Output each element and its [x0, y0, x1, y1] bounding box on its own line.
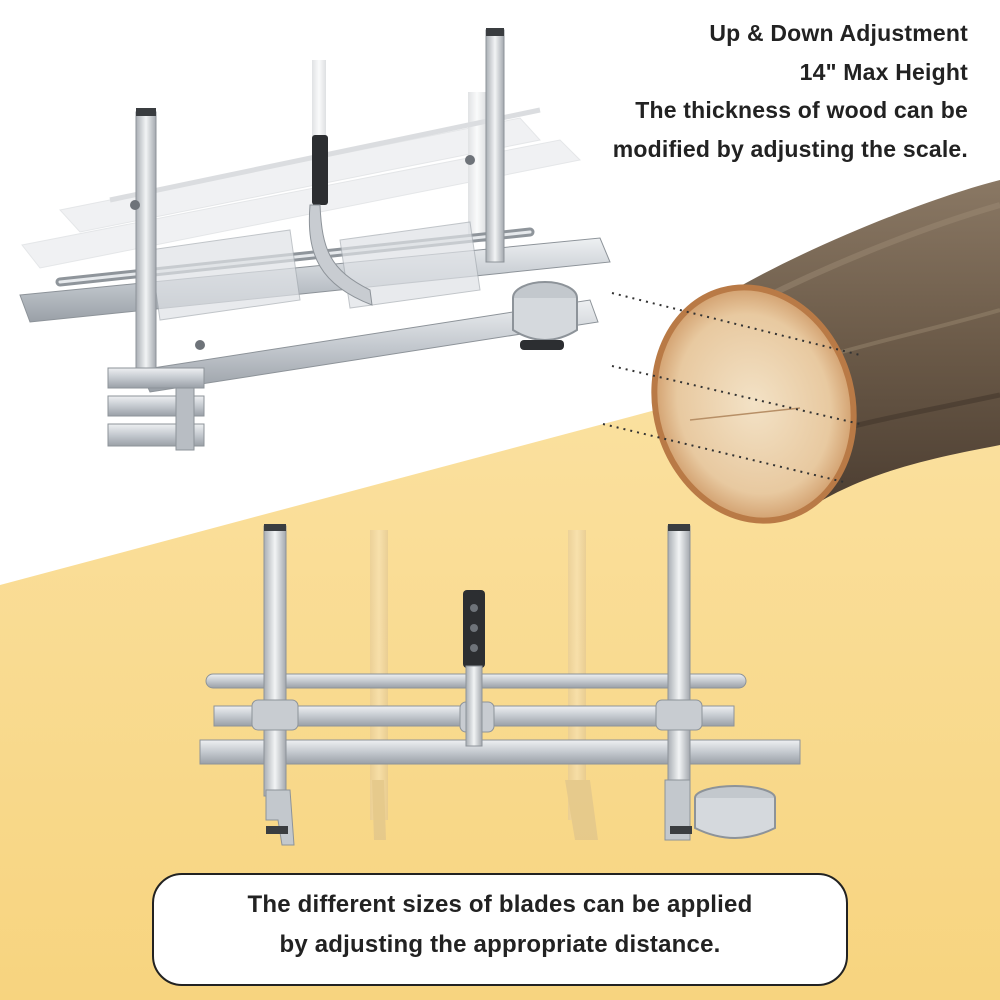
- headline-text: Up & Down Adjustment 14" Max Height The …: [613, 14, 968, 168]
- chainsaw-mill-front-icon: [199, 524, 801, 846]
- headline-line-4: modified by adjusting the scale.: [612, 135, 968, 162]
- callout-line-1: The different sizes of blades can be app…: [247, 891, 753, 918]
- callout-box: The different sizes of blades can be app…: [152, 873, 848, 986]
- headline-line-2: 14" Max Height: [799, 58, 968, 85]
- headline-line-1: Up & Down Adjustment: [709, 20, 968, 46]
- log-icon: [602, 180, 1000, 524]
- callout-line-2: by adjusting the appropriate distance.: [279, 931, 721, 958]
- chainsaw-mill-perspective-icon: [19, 28, 611, 451]
- headline-line-3: The thickness of wood can be: [635, 97, 968, 123]
